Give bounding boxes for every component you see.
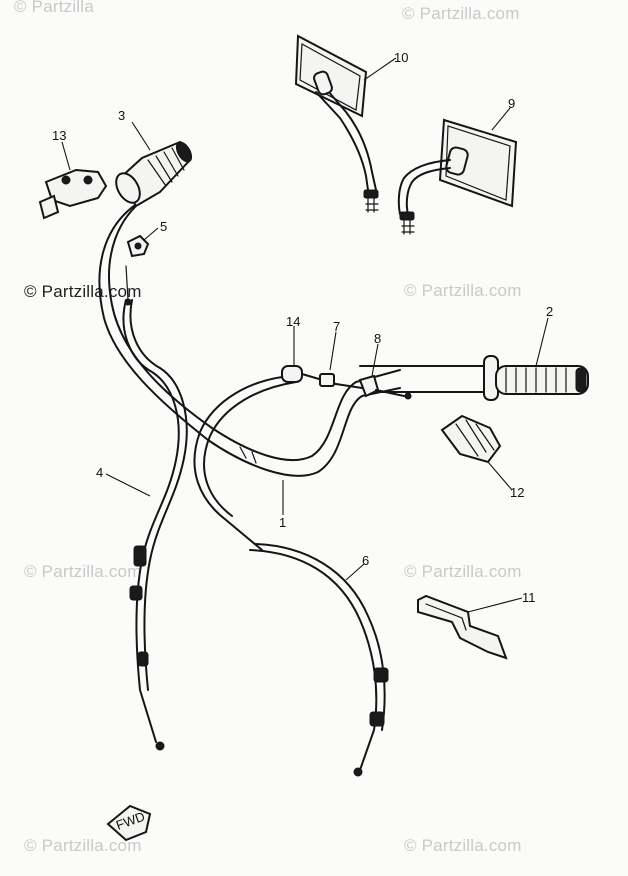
callout-9: 9 xyxy=(508,96,515,111)
cable-6 xyxy=(193,375,389,777)
watermark-lower-right: © Partzilla.com xyxy=(404,562,522,581)
adjuster-assembly xyxy=(281,365,412,400)
callout-3: 3 xyxy=(118,108,125,123)
right-throttle-grip xyxy=(359,355,589,401)
callout-2: 2 xyxy=(546,304,553,319)
fwd-arrow: FWD xyxy=(106,804,152,842)
callout-10: 10 xyxy=(394,50,408,65)
callout-1: 1 xyxy=(279,515,286,530)
callout-5: 5 xyxy=(160,219,167,234)
bracket-11 xyxy=(417,594,508,660)
watermark-mid-left: © Partzilla.com xyxy=(24,282,142,301)
callout-13: 13 xyxy=(52,128,66,143)
cable-nut xyxy=(126,234,150,258)
watermark-lower-left: © Partzilla.com xyxy=(24,562,142,581)
callout-7: 7 xyxy=(333,319,340,334)
lever-holder-left xyxy=(38,168,108,220)
callout-6: 6 xyxy=(362,553,369,568)
watermark-mid-right: © Partzilla.com xyxy=(404,281,522,300)
callout-leaders xyxy=(61,57,549,613)
handlebar xyxy=(98,194,401,477)
lever-holder-right xyxy=(440,414,502,464)
callout-12: 12 xyxy=(510,485,524,500)
watermark-bottom-right: © Partzilla.com xyxy=(404,836,522,855)
mirror-right xyxy=(397,118,518,235)
watermark-bottom-left: © Partzilla.com xyxy=(24,836,142,855)
callout-11: 11 xyxy=(522,590,536,605)
watermark-top-right: © Partzilla.com xyxy=(402,4,520,23)
callout-8: 8 xyxy=(374,331,381,346)
callout-4: 4 xyxy=(96,465,103,480)
callout-14: 14 xyxy=(286,314,300,329)
cable-4 xyxy=(122,265,188,751)
left-grip xyxy=(115,140,193,208)
mirror-left xyxy=(294,34,379,213)
watermark-top-left: © Partzilla xyxy=(14,0,94,16)
